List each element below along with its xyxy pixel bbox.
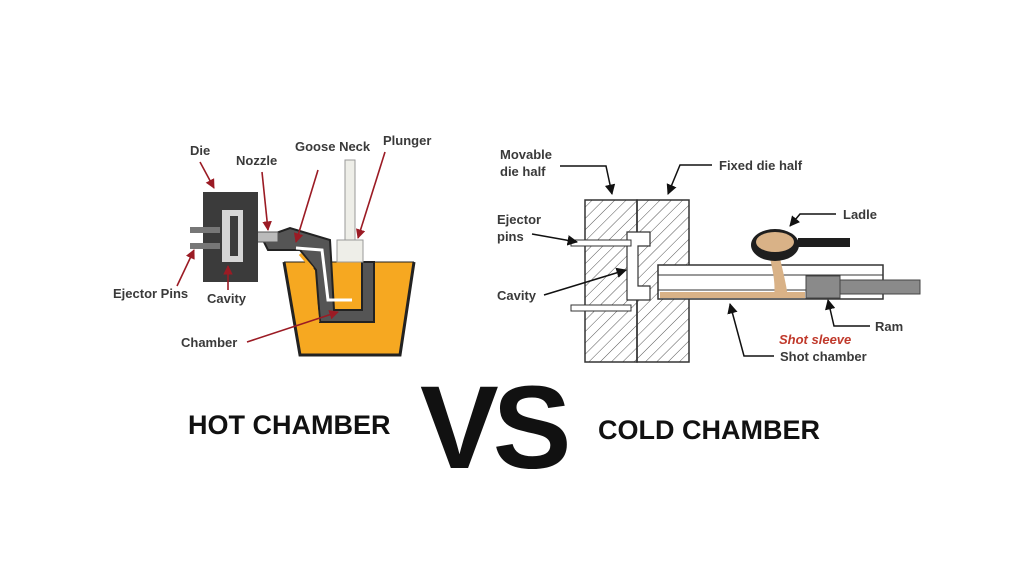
plunger-head: [336, 239, 364, 263]
arrow-movable-die-half: [560, 165, 616, 196]
arrow-plunger: [356, 151, 386, 239]
label-goose-neck: Goose Neck: [295, 139, 371, 154]
die-block: [203, 192, 258, 282]
arrow-ejector-pins-cold: [531, 233, 579, 246]
cold-die-cavity: [626, 231, 651, 301]
arrow-chamber: [246, 310, 339, 343]
hot-chamber-diagram: Die Nozzle Goose Neck Plunger Ejector Pi…: [113, 133, 431, 440]
label-ram: Ram: [875, 319, 903, 334]
label-ejector-pins-line1: Ejector: [497, 212, 541, 227]
label-ejector-pins-line2: pins: [497, 229, 524, 244]
label-die: Die: [190, 143, 210, 158]
label-fixed-die-half: Fixed die half: [719, 158, 803, 173]
arrow-ladle: [789, 213, 836, 227]
vs-text: VS: [420, 362, 568, 494]
ram-rod: [839, 279, 921, 295]
cold-ejector-pin-top: [570, 239, 632, 247]
label-cavity-cold: Cavity: [497, 288, 537, 303]
arrow-cavity-cold: [543, 267, 628, 296]
label-ejector-pins: Ejector Pins: [113, 286, 188, 301]
ejector-pin-top: [190, 227, 220, 233]
ejector-pin-bottom: [190, 243, 220, 249]
label-chamber: Chamber: [181, 335, 237, 350]
ladle-handle: [798, 238, 850, 247]
arrow-shot-chamber: [727, 302, 774, 357]
die-cavity: [222, 210, 238, 262]
arrow-ejector-pins: [176, 249, 195, 287]
arrow-goose-neck: [293, 169, 319, 243]
label-plunger: Plunger: [383, 133, 431, 148]
label-movable-die-half-line2: die half: [500, 164, 546, 179]
arrow-die: [199, 161, 215, 189]
arrow-ram: [825, 298, 870, 327]
shot-chamber-metal: [660, 292, 805, 298]
cold-chamber-title: COLD CHAMBER: [598, 415, 820, 445]
label-nozzle: Nozzle: [236, 153, 277, 168]
label-ladle: Ladle: [843, 207, 877, 222]
hot-chamber-title: HOT CHAMBER: [188, 410, 391, 440]
ram-head: [805, 275, 841, 299]
arrow-nozzle: [261, 171, 272, 231]
label-shot-sleeve: Shot sleeve: [779, 332, 851, 347]
label-shot-chamber: Shot chamber: [780, 349, 867, 364]
cold-ejector-pin-bottom: [570, 304, 632, 312]
label-movable-die-half-line1: Movable: [500, 147, 552, 162]
plunger-rod: [344, 159, 356, 246]
arrow-fixed-die-half: [666, 164, 712, 195]
hot-chamber-pot: [282, 261, 416, 357]
pour-stream: [770, 258, 788, 298]
goose-neck-shape: [260, 226, 375, 323]
label-cavity: Cavity: [207, 291, 247, 306]
cold-chamber-diagram: Movable die half Fixed die half Ejector …: [497, 147, 921, 445]
